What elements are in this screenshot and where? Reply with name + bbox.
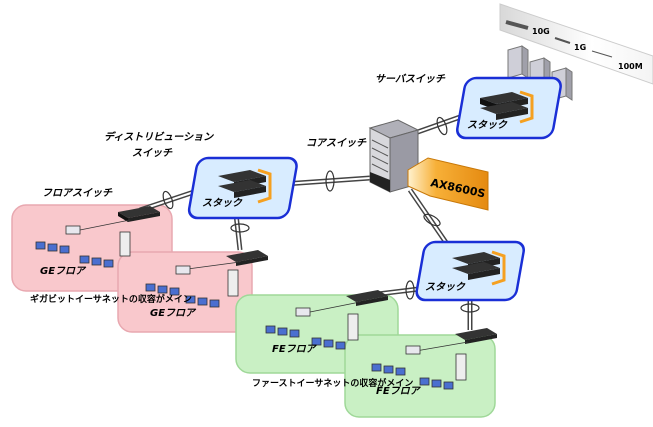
- fe-caption: ファーストイーサネットの収容がメイン: [252, 377, 413, 389]
- speed-legend: 10G 1G 100M: [499, 3, 653, 85]
- legend-1g: 1G: [574, 43, 586, 52]
- fe-floor-devices-1: [265, 301, 361, 350]
- stack-distribution-switch: スタック: [187, 156, 298, 220]
- ge-floor-label-2: GEフロア: [150, 308, 197, 319]
- model-callout-arrow: AX8600S: [407, 157, 489, 211]
- stack-fe-distribution: スタック: [415, 240, 525, 302]
- ge-floor-devices-1: [35, 219, 131, 268]
- stack-label-fe: スタック: [425, 281, 466, 293]
- fe-floor-devices-2: [371, 341, 469, 390]
- distribution-switch-label-1: ディストリビューション: [104, 131, 214, 143]
- stack-label-server: スタック: [467, 119, 508, 131]
- link-aggregation-loops: [162, 116, 480, 313]
- ge-floor-area-2: [117, 251, 253, 333]
- ge-floor-label-1: GEフロア: [40, 266, 87, 277]
- stack-server-switch: スタック: [456, 76, 562, 140]
- legend-100m: 100M: [618, 62, 643, 71]
- fe-floor-label-1: FEフロア: [272, 344, 318, 355]
- fe-floor-label-2: FEフロア: [376, 386, 422, 397]
- core-switch-label: コアスイッチ: [306, 137, 367, 149]
- ge-floor-devices-2: [145, 261, 241, 308]
- distribution-switch-label-2: スイッチ: [132, 147, 173, 159]
- ge-caption: ギガビットイーサネットの収容がメイン: [30, 293, 192, 305]
- floor-switch-label: フロアスイッチ: [42, 187, 113, 199]
- floor-switches: [118, 206, 497, 344]
- legend-10g: 10G: [532, 27, 550, 36]
- server-switch-label: サーバスイッチ: [375, 73, 446, 85]
- stack-label-distribution: スタック: [202, 197, 243, 209]
